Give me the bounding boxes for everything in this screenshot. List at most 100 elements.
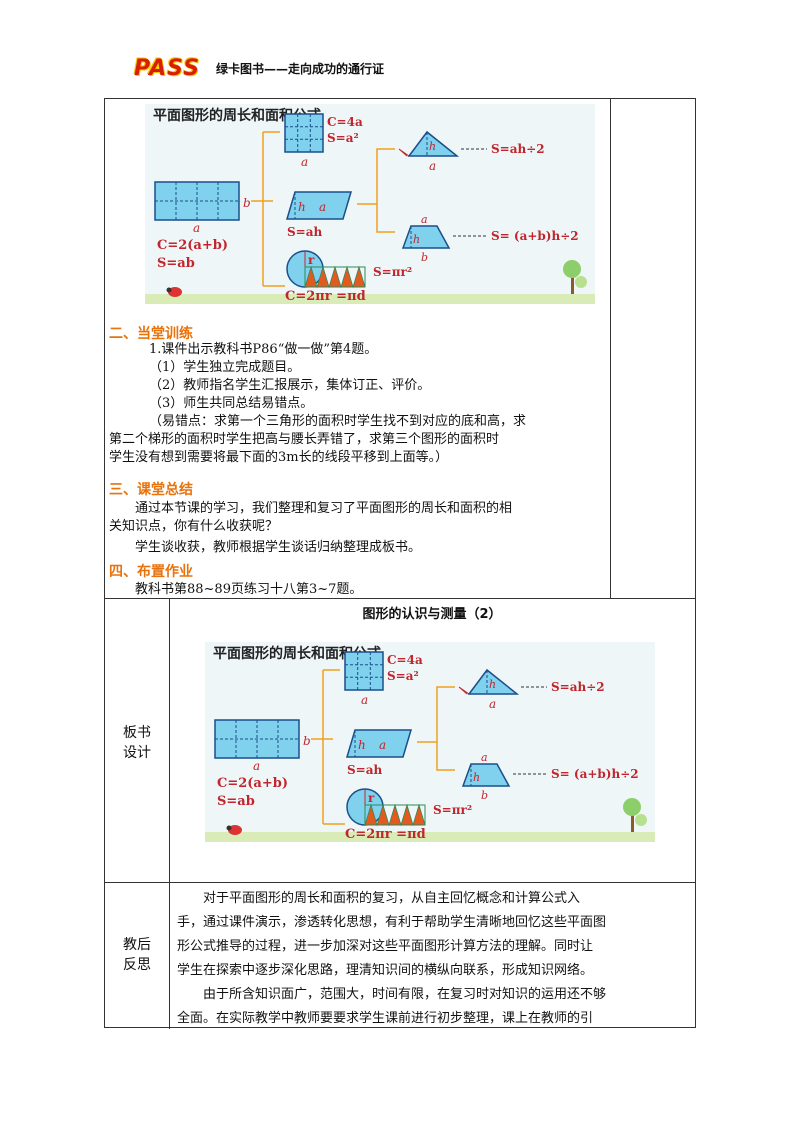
board-label: 板书 设计 <box>105 723 169 763</box>
trap-h-label: h <box>413 233 420 246</box>
practice-line-5: （易错点：求第一个三角形的面积时学生找不到对应的底和高，求 <box>149 414 527 429</box>
rect-b-label: b <box>243 196 251 210</box>
summary-title: 三、课堂总结 <box>109 482 193 498</box>
trap-a-label: a <box>421 213 428 226</box>
board-title: 图形的认识与测量（2） <box>362 607 502 622</box>
rect-a-label: a <box>253 759 260 773</box>
para-a-label: a <box>319 200 326 214</box>
practice-line-4: （3）师生共同总结易错点。 <box>149 396 314 411</box>
reflection-line-3: 形公式推导的过程，进一步加深对这些平面图形计算方法的理解。同时让 <box>177 939 594 954</box>
practice-line-2: （1）学生独立完成题目。 <box>149 360 301 375</box>
board-label-1: 板书 <box>123 725 151 741</box>
circle-r-label: r <box>308 253 315 267</box>
square-shape <box>344 651 384 691</box>
reflection-line-4: 学生在探索中逐步深化思路，理清知识间的横纵向联系，形成知识网络。 <box>177 963 594 978</box>
board-label-2: 设计 <box>123 745 151 761</box>
tri-a-label: a <box>489 697 496 711</box>
para-a-label: a <box>379 738 386 752</box>
practice-line-3: （2）教师指名学生汇报展示，集体订正、评价。 <box>149 378 431 393</box>
formula-diagram-svg: 平面图形的周长和面积公式 a b C=2(a+b) S=ab C=4a S=a²… <box>145 104 595 304</box>
formula-diagram-svg: 平面图形的周长和面积公式 a b C=2(a+b) S=ab C=4a S=a²… <box>205 642 655 842</box>
parallelogram-shape <box>285 191 353 220</box>
tri-h-label: h <box>489 678 496 691</box>
para-h-label: h <box>358 738 366 752</box>
square-a-label: a <box>301 155 308 169</box>
rect-area: S=ab <box>217 794 255 809</box>
page-header: PASS 绿卡图书——走向成功的通行证 <box>134 56 694 86</box>
tri-arrow <box>398 148 410 157</box>
triangle-shape <box>467 668 520 695</box>
practice-line-1: 1.课件出示教科书P86“做一做”第4题。 <box>149 342 378 357</box>
reflection-text: 对于平面图形的周长和面积的复习，从自主回忆概念和计算公式入 手，通过课件演示，渗… <box>177 887 691 1031</box>
ladybug-decoration <box>226 825 242 835</box>
rectangle-shape <box>214 719 300 759</box>
reflection-label-2: 反思 <box>123 957 151 973</box>
tri-area: S=ah÷2 <box>551 680 605 694</box>
diagram-title: 平面图形的周长和面积公式 <box>213 645 381 662</box>
trap-a-label: a <box>481 751 488 764</box>
diagram-ground <box>205 832 655 842</box>
triangle-shape <box>407 130 460 157</box>
row3-divider <box>169 883 170 1029</box>
summary-line-3: 学生谈收获，教师根据学生谈话归纳整理成板书。 <box>135 540 422 555</box>
homework-title: 四、布置作业 <box>109 564 193 580</box>
practice-title: 二、当堂训练 <box>109 326 193 342</box>
reflection-line-1: 对于平面图形的周长和面积的复习，从自主回忆概念和计算公式入 <box>203 891 581 906</box>
reflection-line-6: 全面。在实际教学中教师要要求学生课前进行初步整理，课上在教师的引 <box>177 1011 594 1026</box>
tree-decoration <box>623 798 647 832</box>
trap-area: S= (a+b)h÷2 <box>551 767 639 781</box>
circle-shape <box>346 788 426 827</box>
trapezoid-shape <box>401 225 451 249</box>
square-a-label: a <box>361 693 368 707</box>
square-area: S=a² <box>327 131 359 145</box>
circle-perimeter: C=2πr =πd <box>285 289 366 304</box>
circle-area: S=πr² <box>373 265 412 279</box>
lesson-content-row: 平面图形的周长和面积公式 a b C=2(a+b) S=ab C=4a S=a²… <box>105 99 695 599</box>
diagram-title: 平面图形的周长和面积公式 <box>153 107 321 124</box>
connector-lines-2 <box>417 686 455 771</box>
reflection-label-1: 教后 <box>123 937 151 953</box>
circle-perimeter: C=2πr =πd <box>345 827 426 842</box>
tri-area: S=ah÷2 <box>491 142 545 156</box>
reflection-line-5: 由于所含知识面广，范围大，时间有限，在复习时对知识的运用还不够 <box>203 987 607 1002</box>
board-design-row: 板书 设计 图形的认识与测量（2） 平面图形的周长和面积公式 a b C=2(a… <box>105 599 695 883</box>
practice-line-6: 第二个梯形的面积时学生把高与腰长弄错了，求第三个图形的面积时 <box>109 432 500 447</box>
reflection-label: 教后 反思 <box>105 935 169 975</box>
connector-lines-2 <box>357 148 395 233</box>
pass-logo: PASS <box>134 56 201 81</box>
rectangle-shape <box>154 181 240 221</box>
para-area: S=ah <box>347 763 382 777</box>
trap-area: S= (a+b)h÷2 <box>491 229 579 243</box>
tree-decoration <box>563 260 587 294</box>
practice-line-7: 学生没有想到需要将最下面的3m长的线段平移到上面等。） <box>109 450 449 465</box>
tri-h-label: h <box>429 140 436 153</box>
square-shape <box>284 113 324 153</box>
trap-b-label: b <box>481 789 488 802</box>
circle-shape <box>286 250 366 289</box>
parallelogram-shape <box>345 729 413 758</box>
rect-a-label: a <box>193 221 200 235</box>
square-perimeter: C=4a <box>387 653 423 667</box>
rect-area: S=ab <box>157 256 195 271</box>
trap-h-label: h <box>473 771 480 784</box>
rect-perimeter: C=2(a+b) <box>157 238 228 253</box>
homework-line-1: 教科书第88~89页练习十八第3~7题。 <box>135 582 363 597</box>
diagram-ground <box>145 294 595 304</box>
rect-perimeter: C=2(a+b) <box>217 776 288 791</box>
summary-line-1: 通过本节课的学习，我们整理和复习了平面图形的周长和面积的相 <box>135 501 513 516</box>
connector-lines <box>311 669 345 825</box>
formula-diagram-top: 平面图形的周长和面积公式 a b C=2(a+b) S=ab C=4a S=a²… <box>145 99 595 309</box>
square-perimeter: C=4a <box>327 115 363 129</box>
tri-arrow <box>458 686 470 695</box>
row1-divider <box>610 99 611 598</box>
ladybug-decoration <box>166 287 182 297</box>
trapezoid-shape <box>461 763 511 787</box>
formula-diagram-board: 平面图形的周长和面积公式 a b C=2(a+b) S=ab C=4a S=a²… <box>205 637 655 847</box>
circle-area: S=πr² <box>433 803 472 817</box>
header-slogan: 绿卡图书——走向成功的通行证 <box>216 62 385 76</box>
circle-r-label: r <box>368 791 375 805</box>
connector-lines <box>251 131 285 287</box>
reflection-line-2: 手，通过课件演示，渗透转化思想，有利于帮助学生清晰地回忆这些平面图 <box>177 915 607 930</box>
summary-line-2: 关知识点，你有什么收获呢？ <box>109 519 279 534</box>
para-area: S=ah <box>287 225 322 239</box>
